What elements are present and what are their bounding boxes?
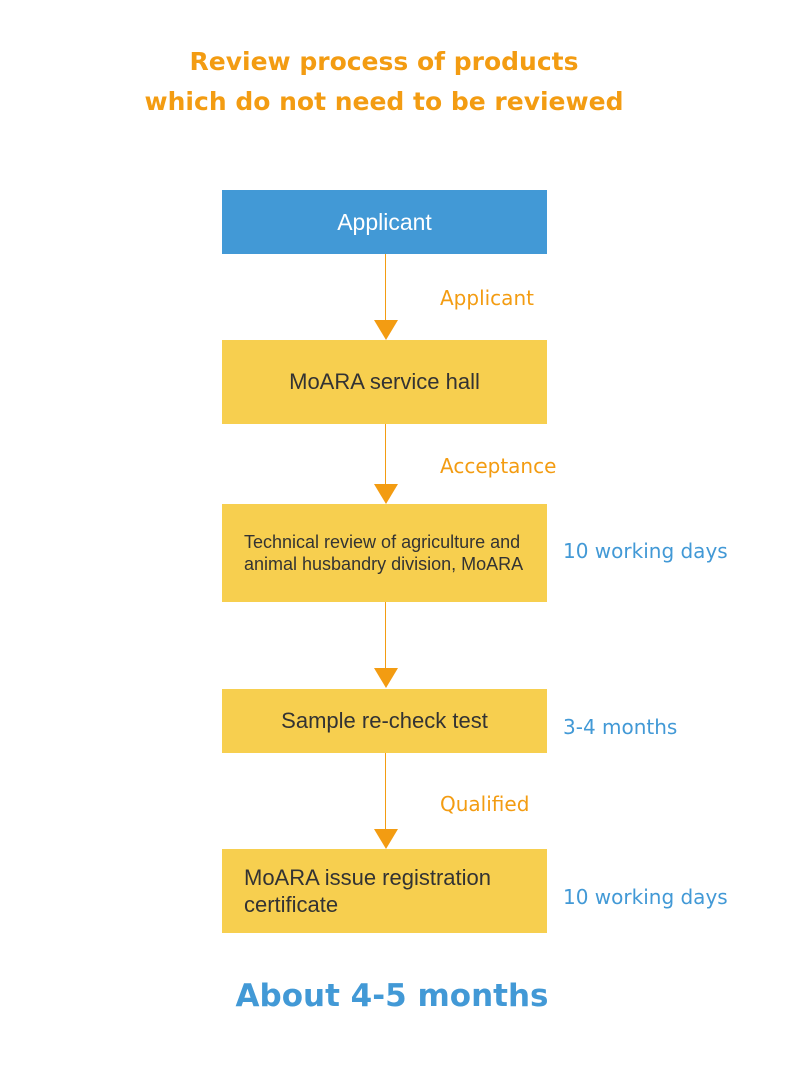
edge-label-acceptance: Acceptance — [440, 454, 557, 478]
arrow-head-icon — [374, 829, 398, 849]
edge-line-service-hall-to-technical-review — [385, 424, 386, 486]
arrow-head-icon — [374, 484, 398, 504]
node-applicant: Applicant — [222, 190, 547, 254]
arrow-head-icon — [374, 668, 398, 688]
duration-certificate: 10 working days — [563, 885, 728, 909]
node-certificate-label: MoARA issue registration certificate — [244, 865, 491, 917]
node-applicant-label: Applicant — [337, 208, 432, 235]
node-technical-review-label: Technical review of agriculture and anim… — [244, 532, 524, 574]
node-technical-review: Technical review of agriculture and anim… — [222, 504, 547, 602]
edge-line-technical-review-to-sample-test — [385, 602, 386, 670]
node-sample-test-label: Sample re-check test — [281, 708, 488, 733]
edge-line-sample-test-to-certificate — [385, 753, 386, 831]
total-duration-summary: About 4-5 months — [235, 978, 549, 1014]
node-service-hall: MoARA service hall — [222, 340, 547, 424]
diagram-title-line-1: Review process of products — [189, 47, 579, 76]
duration-technical-review: 10 working days — [563, 539, 728, 563]
node-sample-test: Sample re-check test — [222, 689, 547, 753]
duration-sample-test: 3-4 months — [563, 715, 678, 739]
arrow-head-icon — [374, 320, 398, 340]
edge-label-applicant: Applicant — [440, 286, 534, 310]
node-service-hall-label: MoARA service hall — [289, 369, 480, 394]
edge-line-applicant-to-service-hall — [385, 254, 386, 322]
edge-label-qualified: Qualified — [440, 792, 530, 816]
diagram-title-line-2: which do not need to be reviewed — [144, 87, 624, 116]
node-certificate: MoARA issue registration certificate — [222, 849, 547, 933]
